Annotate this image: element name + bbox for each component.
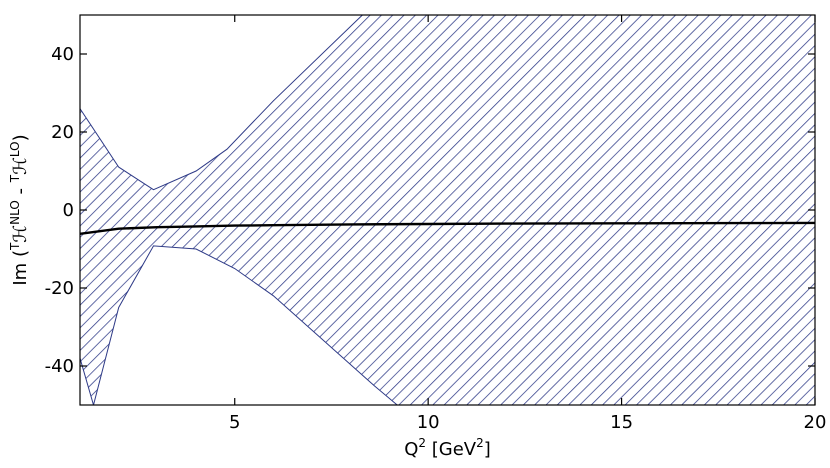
y-axis-label: Im (TℋNLO - TℋLO) — [8, 134, 31, 285]
plot-area — [80, 15, 815, 405]
axis-tick-labels: 5 10 15 20 -40 -20 0 20 40 — [45, 44, 827, 433]
central-value-line — [80, 221, 815, 235]
x-tick-label: 10 — [417, 412, 440, 433]
y-tick-label: -20 — [45, 278, 74, 299]
y-tick-label: -40 — [45, 356, 74, 377]
x-tick-label: 20 — [804, 412, 827, 433]
y-tick-label: 40 — [51, 44, 74, 65]
y-tick-label: 0 — [63, 200, 74, 221]
uncertainty-band — [80, 15, 815, 405]
x-axis-label: Q2 [GeV2] — [404, 436, 491, 460]
x-tick-label: 15 — [610, 412, 633, 433]
axis-ticks — [80, 15, 816, 405]
y-tick-label: 20 — [51, 122, 74, 143]
x-tick-label: 5 — [229, 412, 240, 433]
